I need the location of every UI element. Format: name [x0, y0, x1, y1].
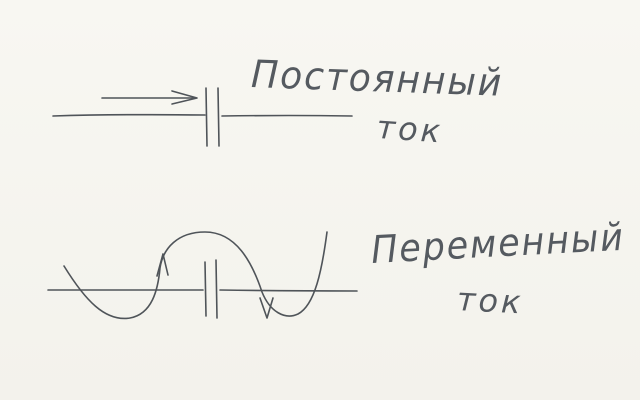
dc-capacitor-diagram — [52, 87, 353, 147]
ac-capacitor-diagram — [47, 231, 358, 320]
dc-label-line1: Постоянный — [250, 52, 504, 105]
dc-capacitor-plate-right — [217, 87, 220, 147]
ac-right-wire — [219, 289, 358, 292]
dc-right-wire — [221, 114, 353, 117]
dc-left-wire — [52, 113, 206, 117]
dc-arrow-head — [171, 90, 198, 105]
ac-arrow-head-down — [259, 297, 274, 319]
ac-capacitor-plate-left — [204, 261, 207, 317]
ac-label-line2: ток — [456, 280, 525, 322]
dc-capacitor-plate-left — [205, 87, 208, 147]
ac-arrow-head-up — [156, 253, 169, 277]
ac-sine-wave — [63, 231, 328, 320]
dc-label-line2: ток — [375, 108, 445, 151]
ac-capacitor-plate-right — [215, 259, 218, 319]
